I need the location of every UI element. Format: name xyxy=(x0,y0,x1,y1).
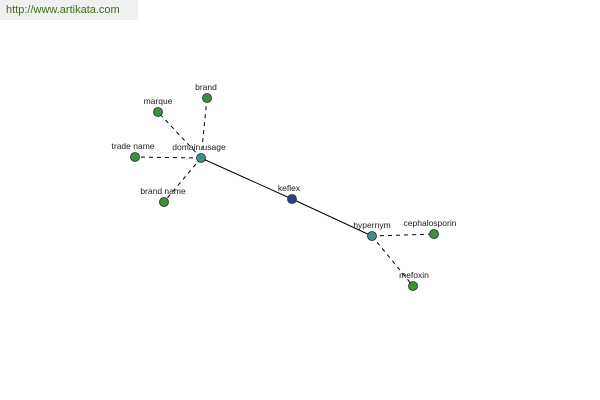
node-label-brand[interactable]: brand xyxy=(195,82,217,92)
edge-domain-usage-brand xyxy=(200,97,208,159)
node-brand[interactable]: brand xyxy=(195,82,217,103)
node-cephalosporin[interactable]: cephalosporin xyxy=(404,218,457,239)
edges-layer xyxy=(134,97,435,287)
node-circle-marque[interactable] xyxy=(153,107,163,117)
node-keflex[interactable]: keflex xyxy=(278,183,301,204)
edge-domain-usage-trade-name xyxy=(134,156,202,159)
node-label-hypernym[interactable]: hypernym xyxy=(353,220,390,230)
node-trade-name[interactable]: trade name xyxy=(112,141,155,162)
node-marque[interactable]: marque xyxy=(144,96,173,117)
node-circle-trade-name[interactable] xyxy=(130,152,140,162)
edge-domain-usage-brand-name xyxy=(163,157,202,203)
node-label-trade-name[interactable]: trade name xyxy=(112,141,155,151)
node-label-keflex[interactable]: keflex xyxy=(278,183,301,193)
site-url-link[interactable]: http://www.artikata.com xyxy=(6,4,120,16)
node-circle-domain-usage[interactable] xyxy=(196,153,206,163)
node-label-cephalosporin[interactable]: cephalosporin xyxy=(404,218,457,228)
node-label-marque[interactable]: marque xyxy=(144,96,173,106)
node-label-brand-name[interactable]: brand name xyxy=(140,186,186,196)
node-domain-usage[interactable]: domain usage xyxy=(172,142,226,163)
edge-hypernym-cephalosporin xyxy=(371,233,435,237)
node-circle-brand-name[interactable] xyxy=(159,197,169,207)
node-label-mefoxin[interactable]: mefoxin xyxy=(399,270,429,280)
node-hypernym[interactable]: hypernym xyxy=(353,220,391,241)
node-circle-cephalosporin[interactable] xyxy=(429,229,439,239)
edge-domain-usage-marque xyxy=(157,111,202,159)
nodes-layer: keflex domain usage hypernym brand marque tra… xyxy=(112,82,457,291)
edge-domain-usage-keflex xyxy=(200,157,293,200)
edge-keflex-hypernym xyxy=(291,198,373,237)
node-circle-hypernym[interactable] xyxy=(367,231,377,241)
url-banner: http://www.artikata.com xyxy=(0,0,138,20)
node-circle-brand[interactable] xyxy=(202,93,212,103)
node-mefoxin[interactable]: mefoxin xyxy=(399,270,429,291)
node-circle-mefoxin[interactable] xyxy=(408,281,418,291)
node-brand-name[interactable]: brand name xyxy=(140,186,186,207)
edge-hypernym-mefoxin xyxy=(371,235,414,287)
node-circle-keflex[interactable] xyxy=(287,194,297,204)
node-label-domain-usage[interactable]: domain usage xyxy=(172,142,226,152)
